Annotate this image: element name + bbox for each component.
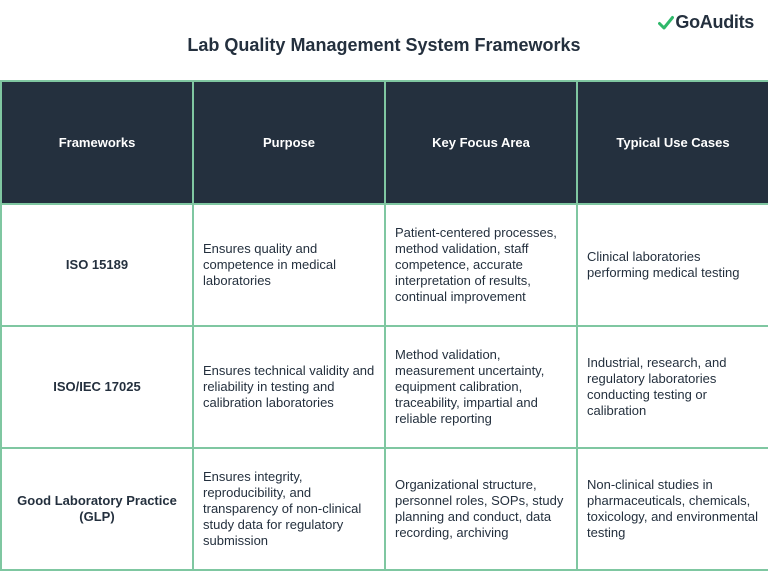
framework-focus: Organizational structure, personnel role… bbox=[384, 447, 578, 571]
table-row: Good Laboratory Practice (GLP) Ensures i… bbox=[0, 447, 768, 571]
header-key-focus-area: Key Focus Area bbox=[384, 80, 578, 205]
header-frameworks: Frameworks bbox=[0, 80, 194, 205]
framework-use-cases: Clinical laboratories performing medical… bbox=[576, 203, 768, 327]
table-row: ISO 15189 Ensures quality and competence… bbox=[0, 203, 768, 327]
brand-logo: GoAudits bbox=[658, 12, 754, 33]
framework-purpose: Ensures technical validity and reliabili… bbox=[192, 325, 386, 449]
framework-purpose: Ensures quality and competence in medica… bbox=[192, 203, 386, 327]
check-icon bbox=[658, 15, 675, 29]
framework-name: Good Laboratory Practice (GLP) bbox=[0, 447, 194, 571]
framework-focus: Method validation, measurement uncertain… bbox=[384, 325, 578, 449]
framework-focus: Patient-centered processes, method valid… bbox=[384, 203, 578, 327]
header-purpose: Purpose bbox=[192, 80, 386, 205]
framework-purpose: Ensures integrity, reproducibility, and … bbox=[192, 447, 386, 571]
framework-name: ISO 15189 bbox=[0, 203, 194, 327]
frameworks-table: Frameworks Purpose Key Focus Area Typica… bbox=[0, 80, 768, 571]
table-header-row: Frameworks Purpose Key Focus Area Typica… bbox=[0, 80, 768, 205]
header-typical-use-cases: Typical Use Cases bbox=[576, 80, 768, 205]
page-title: Lab Quality Management System Frameworks bbox=[187, 35, 581, 55]
table-row: ISO/IEC 17025 Ensures technical validity… bbox=[0, 325, 768, 449]
brand-name: GoAudits bbox=[675, 12, 754, 32]
framework-name: ISO/IEC 17025 bbox=[0, 325, 194, 449]
framework-use-cases: Non-clinical studies in pharmaceuticals,… bbox=[576, 447, 768, 571]
framework-use-cases: Industrial, research, and regulatory lab… bbox=[576, 325, 768, 449]
